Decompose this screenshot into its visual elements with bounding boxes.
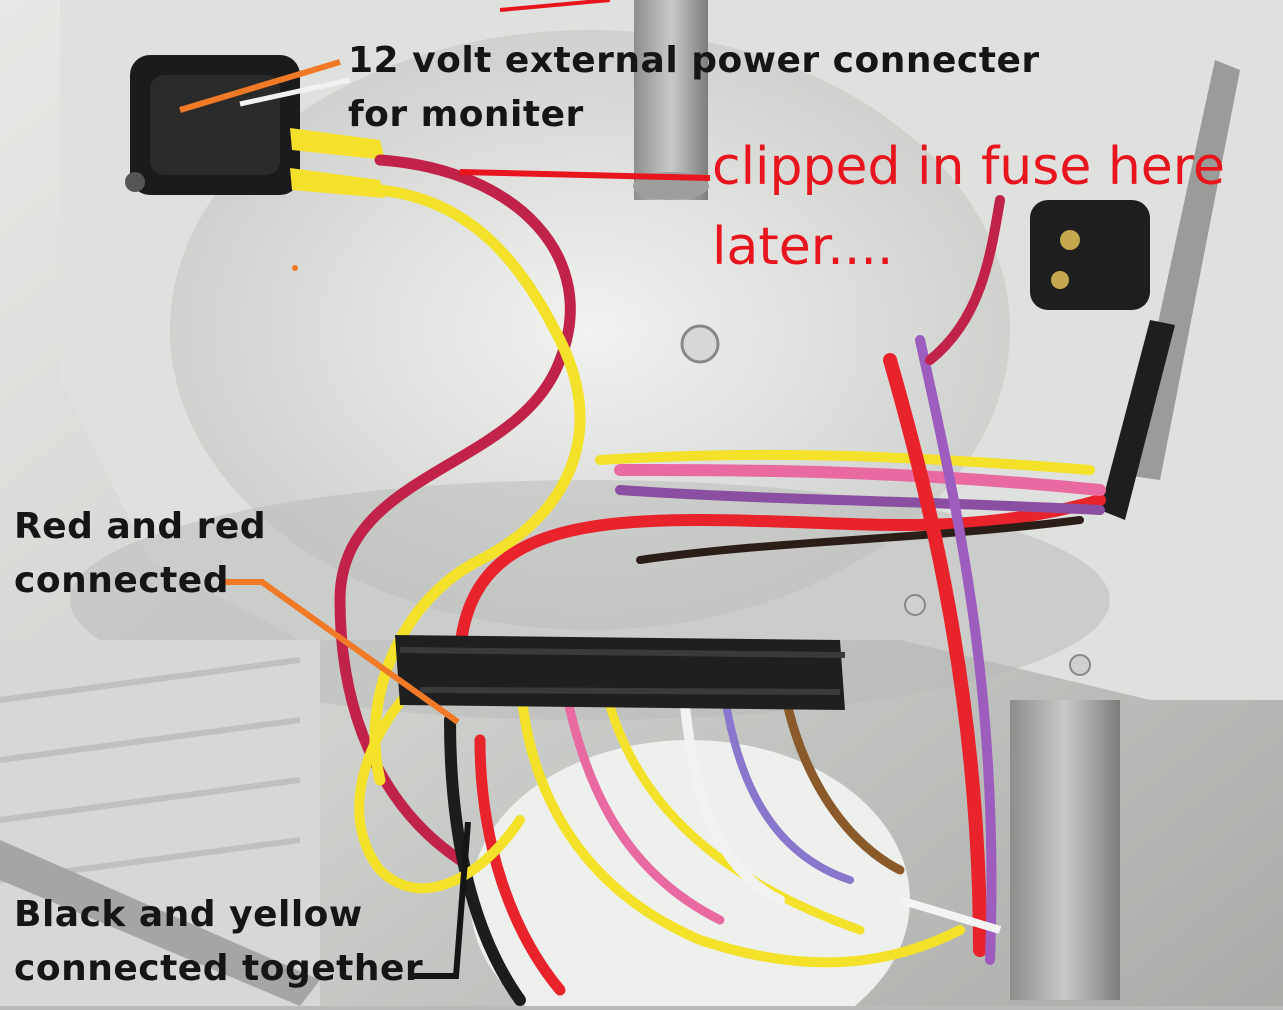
pointer-line-red-red (222, 579, 460, 725)
screw (1069, 654, 1091, 676)
fuse-note-line2: later.... (712, 217, 894, 277)
fuse-note-line1: clipped in fuse here (712, 137, 1226, 197)
right-post (1010, 700, 1120, 1000)
top-pole (634, 0, 708, 200)
screw (680, 324, 720, 364)
left-rail (0, 840, 320, 1006)
black-yellow-label-line2: connected together (14, 948, 424, 989)
black-yellow-label-line1: Black and yellow (14, 894, 363, 935)
zip-tie (898, 896, 1002, 934)
spade-connectors (290, 128, 385, 198)
fuse-holder (1030, 200, 1150, 310)
pointer-line-orange (179, 59, 341, 113)
lower-cup (470, 740, 910, 1010)
red-wires-label-line2: connected (14, 560, 229, 601)
right-rod-black (1100, 320, 1175, 520)
red-wires-label-line1: Red and red (14, 506, 267, 547)
wire-bundle (334, 154, 1106, 1006)
screw (904, 594, 926, 616)
power-connector-label-line1: 12 volt external power connecter (348, 40, 1040, 81)
pointer-line-white (239, 77, 351, 107)
pointer-line-red (459, 169, 711, 181)
pointer-line-top (499, 0, 611, 12)
power-socket (125, 55, 300, 195)
floor-pattern (0, 657, 301, 883)
power-connector-label-line2: for moniter (348, 94, 584, 135)
pointer-line-black (412, 821, 471, 979)
terminal-strip (395, 635, 846, 710)
orange-dot (292, 265, 298, 271)
